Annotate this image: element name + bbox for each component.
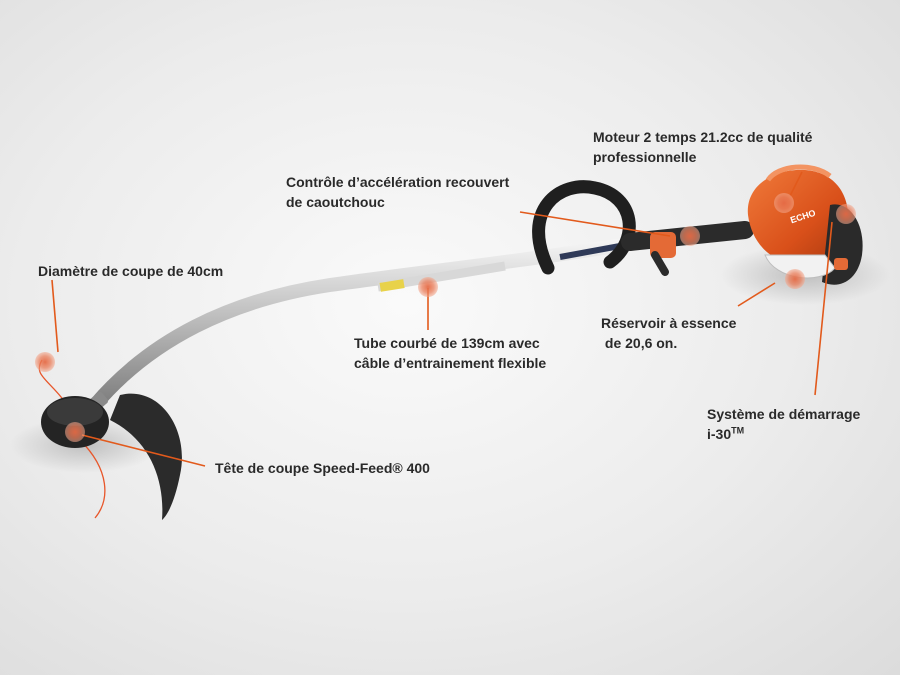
engine-top [765,164,832,182]
label-head: Tête de coupe Speed-Feed® 400 [215,458,430,478]
throttle-lever [651,251,669,276]
trademark-mark: TM [731,425,745,436]
label-cut-diameter-line1: Diamètre de coupe de 40cm [38,263,224,279]
hotspot-cut-diameter[interactable] [35,352,55,372]
leader-line-starter [814,221,833,396]
label-engine-line1: Moteur 2 temps 21.2cc de qualité [593,129,813,145]
leader-line-engine [789,171,803,197]
label-engine-line2: professionnelle [593,149,697,165]
label-throttle-line1: Contrôle d’accélération recouvert [286,174,510,190]
label-shaft-line1: Tube courbé de 139cm avec [354,335,540,351]
leader-line-throttle [519,211,671,237]
label-engine: Moteur 2 temps 21.2cc de qualité profess… [593,127,812,167]
engine-body [747,169,849,265]
cutting-head-top [47,398,103,426]
hotspot-engine[interactable] [774,193,794,213]
label-fuel-tank-line1: Réservoir à essence [601,315,737,331]
label-fuel-tank: Réservoir à essence de 20,6 on. [601,313,736,353]
echo-decal [559,243,621,260]
leader-line-cut-diameter [51,279,59,353]
label-fuel-tank-line2: de 20,6 on. [601,335,678,351]
label-starter: Système de démarrage i-30TM [707,404,860,444]
hotspot-fuel-tank[interactable] [785,269,805,289]
starter-button [834,258,848,270]
label-shaft: Tube courbé de 139cm avec câble d’entrai… [354,333,546,373]
leader-line-fuel [737,282,776,307]
hotspot-starter[interactable] [836,204,856,224]
hotspot-head[interactable] [65,422,85,442]
shaft-label [379,279,405,292]
label-throttle: Contrôle d’accélération recouvert de cao… [286,172,509,212]
curved-shaft [88,235,647,412]
label-head-line1: Tête de coupe Speed-Feed® 400 [215,460,430,476]
hotspot-shaft[interactable] [418,277,438,297]
label-shaft-line2: câble d’entrainement flexible [354,355,547,371]
label-starter-line2: i-30 [707,426,732,442]
hotspot-throttle[interactable] [680,226,700,246]
label-throttle-line2: de caoutchouc [286,194,385,210]
label-starter-line2-wrap: i-30TM [707,424,860,444]
label-starter-line1: Système de démarrage [707,406,861,422]
debris-guard [110,393,182,520]
trimmer-line [79,439,106,519]
leader-line-head [81,434,206,467]
label-cut-diameter: Diamètre de coupe de 40cm [38,261,223,281]
